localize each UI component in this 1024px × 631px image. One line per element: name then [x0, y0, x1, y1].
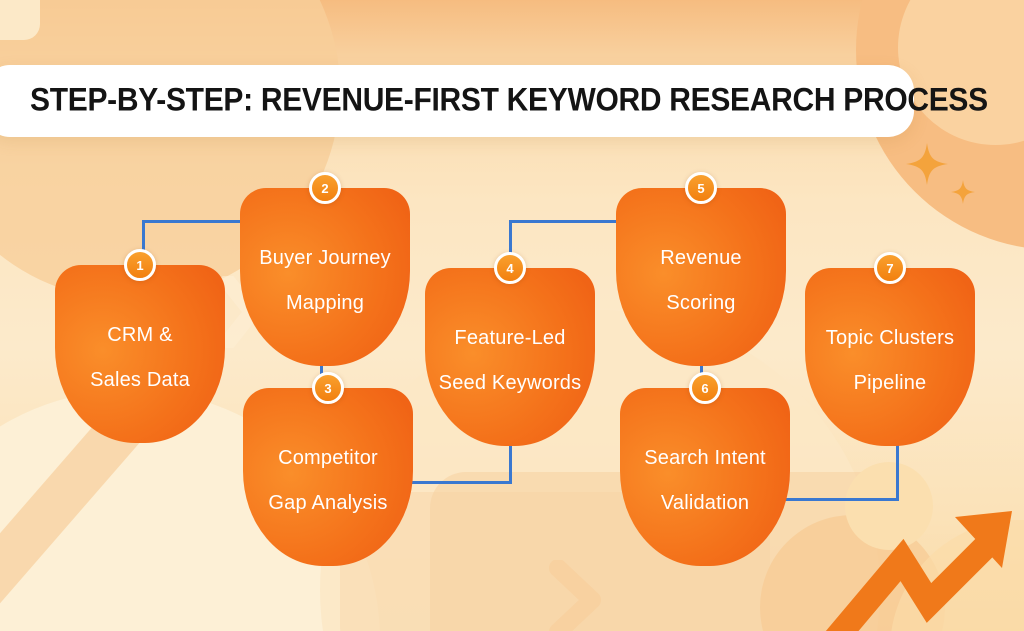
- step-number: 6: [701, 380, 709, 396]
- step-number-badge: 3: [312, 372, 344, 404]
- connector-6-7-horizontal: [780, 498, 899, 501]
- step-number-badge: 4: [494, 252, 526, 284]
- connector-3-4-vertical: [509, 436, 512, 484]
- step-card-2: 2 Buyer Journey Mapping: [240, 172, 410, 366]
- connector-1-2-vertical: [142, 220, 145, 256]
- step-number: 3: [324, 380, 332, 396]
- step-label: CRM & Sales Data: [90, 324, 190, 391]
- step-number-badge: 2: [309, 172, 341, 204]
- sparkle-icon: [951, 180, 975, 204]
- step-number: 7: [886, 260, 894, 276]
- title-banner: STEP-BY-STEP: REVENUE-FIRST KEYWORD RESE…: [0, 65, 988, 137]
- sparkle-icon: [906, 143, 948, 185]
- step-label: Buyer Journey Mapping: [259, 247, 391, 314]
- connector-3-4-horizontal: [400, 481, 512, 484]
- connector-1-2-horizontal: [142, 220, 243, 223]
- step-number: 5: [697, 180, 705, 196]
- step-card-4: 4 Feature-Led Seed Keywords: [425, 252, 595, 446]
- step-number-badge: 1: [124, 249, 156, 281]
- bg-rounded-square-top-left: [0, 0, 40, 40]
- step-card-7: 7 Topic Clusters Pipeline: [805, 252, 975, 446]
- page-title: STEP-BY-STEP: REVENUE-FIRST KEYWORD RESE…: [30, 82, 988, 119]
- step-number: 4: [506, 260, 514, 276]
- connector-4-5-horizontal: [509, 220, 621, 223]
- step-card-3: 3 Competitor Gap Analysis: [243, 372, 413, 566]
- step-label: Feature-Led Seed Keywords: [438, 327, 582, 394]
- step-number: 1: [136, 257, 144, 273]
- chevron-decor-icon: [549, 560, 601, 631]
- step-number: 2: [321, 180, 329, 196]
- step-label: Revenue Scoring: [660, 247, 742, 314]
- step-number-badge: 7: [874, 252, 906, 284]
- bg-circle-small-light: [845, 462, 933, 550]
- zigzag-growth-arrow-icon: [825, 511, 1012, 631]
- connector-4-5-vertical: [509, 220, 512, 258]
- step-number-badge: 5: [685, 172, 717, 204]
- connector-6-7-vertical: [896, 434, 899, 501]
- step-card-5: 5 Revenue Scoring: [616, 172, 786, 366]
- step-card-6: 6 Search Intent Validation: [620, 372, 790, 566]
- step-label: Topic Clusters Pipeline: [825, 327, 955, 394]
- step-card-1: 1 CRM & Sales Data: [55, 249, 225, 443]
- step-label: Search Intent Validation: [644, 447, 766, 514]
- step-number-badge: 6: [689, 372, 721, 404]
- step-label: Competitor Gap Analysis: [268, 447, 388, 514]
